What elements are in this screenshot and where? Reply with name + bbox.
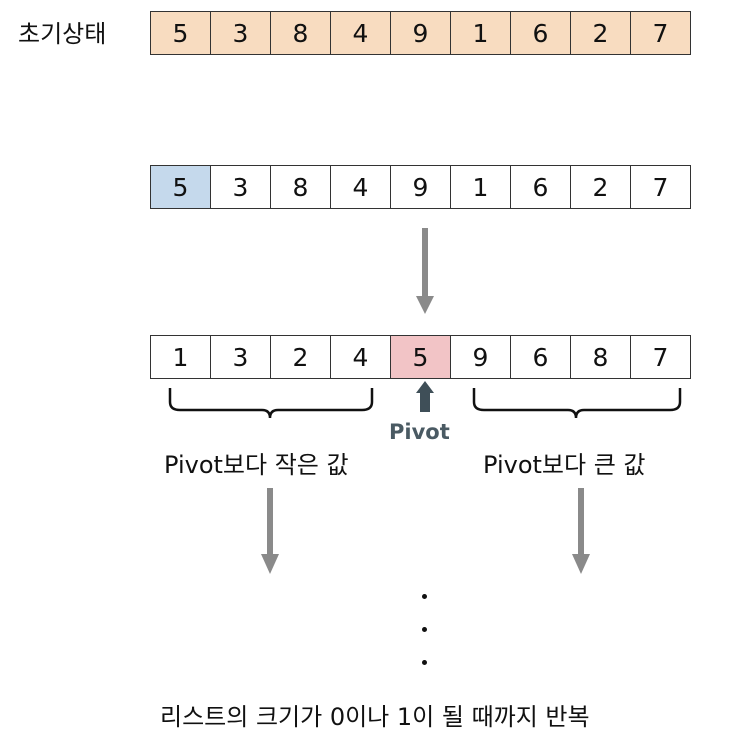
pivot-label: Pivot <box>389 420 450 444</box>
initial-array: 5 3 8 4 9 1 6 2 7 <box>150 11 691 55</box>
left-group-label: Pivot보다 작은 값 <box>164 451 349 479</box>
step1-cell: 9 <box>390 165 451 209</box>
initial-cell: 1 <box>450 11 511 55</box>
step2-cell: 6 <box>510 335 571 379</box>
footer-caption: 리스트의 크기가 0이나 1이 될 때까지 반복 <box>160 703 590 731</box>
step1-cell: 1 <box>450 165 511 209</box>
step2-cell: 1 <box>150 335 211 379</box>
step2-cell: 7 <box>630 335 691 379</box>
step1-pivot-cell: 5 <box>150 165 211 209</box>
step2-cell: 3 <box>210 335 271 379</box>
step1-cell: 3 <box>210 165 271 209</box>
left-recurse-arrow <box>261 488 279 574</box>
step2-array: 1 3 2 4 5 9 6 8 7 <box>150 335 691 379</box>
step1-cell: 4 <box>330 165 391 209</box>
step2-cell: 9 <box>450 335 511 379</box>
step1-cell: 6 <box>510 165 571 209</box>
left-group-brace <box>168 388 374 419</box>
step2-cell: 4 <box>330 335 391 379</box>
initial-cell: 3 <box>210 11 271 55</box>
initial-cell: 2 <box>570 11 631 55</box>
step2-cell: 2 <box>270 335 331 379</box>
pivot-up-arrow <box>416 381 434 412</box>
ellipsis-dot <box>422 660 427 665</box>
step1-cell: 2 <box>570 165 631 209</box>
initial-cell: 5 <box>150 11 211 55</box>
step2-pivot-cell: 5 <box>390 335 451 379</box>
step1-array: 5 3 8 4 9 1 6 2 7 <box>150 165 691 209</box>
step2-cell: 8 <box>570 335 631 379</box>
step1-cell: 8 <box>270 165 331 209</box>
initial-cell: 6 <box>510 11 571 55</box>
right-group-label: Pivot보다 큰 값 <box>483 451 646 479</box>
initial-state-label: 초기상태 <box>18 20 107 48</box>
initial-cell: 8 <box>270 11 331 55</box>
right-recurse-arrow <box>572 488 590 574</box>
initial-cell: 9 <box>390 11 451 55</box>
initial-cell: 7 <box>630 11 691 55</box>
step1-cell: 7 <box>630 165 691 209</box>
ellipsis-dot <box>422 594 427 599</box>
partition-down-arrow <box>416 228 434 314</box>
right-group-brace <box>472 388 682 419</box>
ellipsis-dot <box>422 627 427 632</box>
initial-cell: 4 <box>330 11 391 55</box>
